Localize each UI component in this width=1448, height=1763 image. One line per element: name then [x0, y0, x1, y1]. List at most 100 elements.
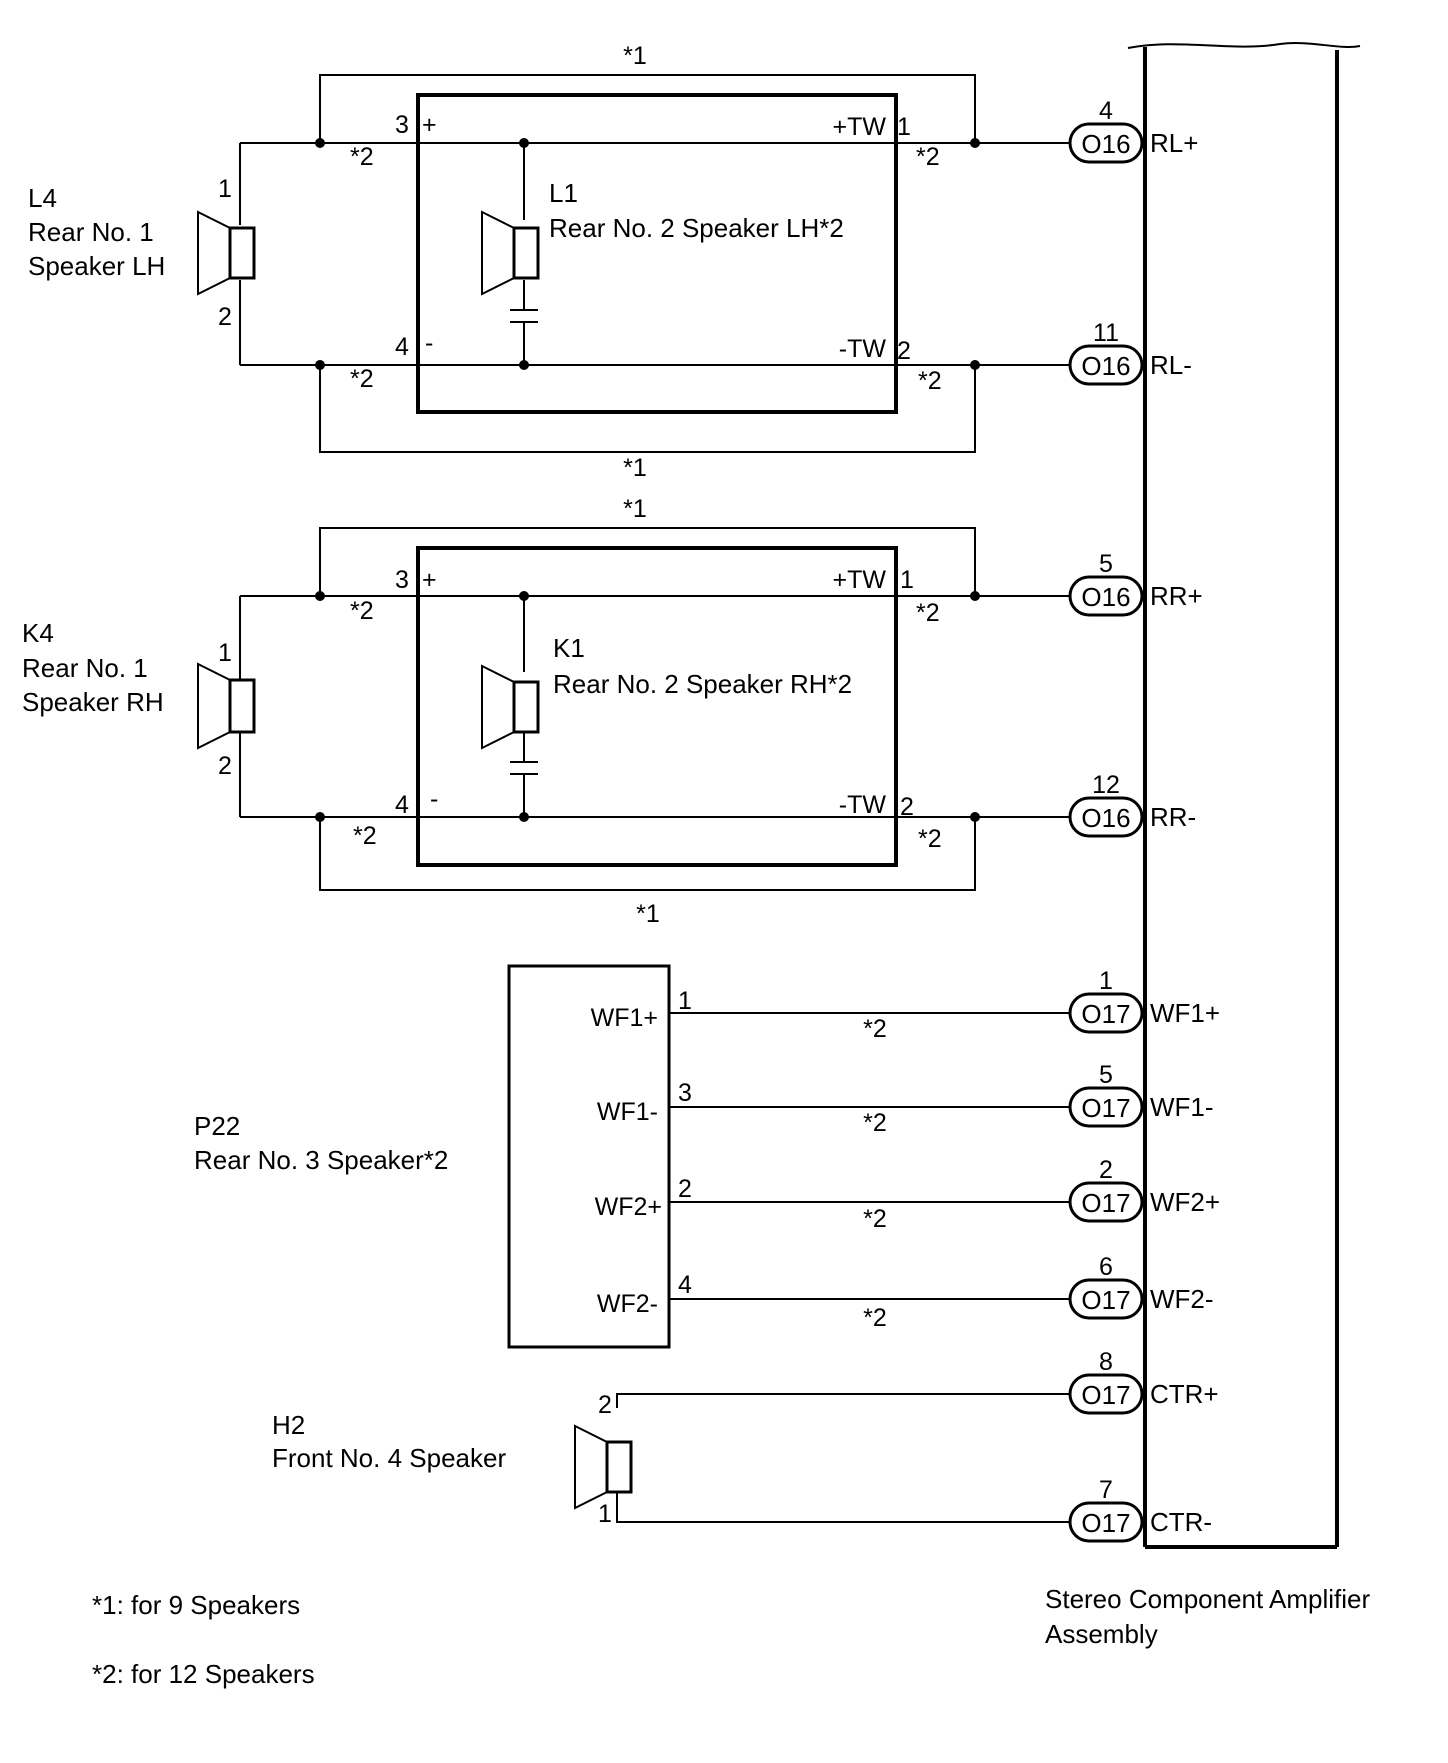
- connector-pill: [1068, 1373, 1144, 1415]
- pin-sign: +: [422, 566, 437, 594]
- speaker-icon: [197, 210, 256, 296]
- connector-pill: [1068, 1278, 1144, 1320]
- terminal-label: WF1-: [597, 1098, 658, 1126]
- amplifier-terminal-label: WF2+: [1150, 1187, 1220, 1217]
- pin-number: 1: [598, 1500, 612, 1528]
- pin-number: 1: [897, 113, 911, 141]
- pin-sign: -: [430, 785, 438, 813]
- component-id: L1: [549, 178, 578, 208]
- speaker-icon: [197, 662, 256, 750]
- connector-code: O17: [1081, 1508, 1130, 1538]
- connector-pill: [1068, 1181, 1144, 1223]
- pin-number: 2: [900, 793, 914, 821]
- amplifier-terminal-label: RL-: [1150, 350, 1192, 380]
- pin-number: 1: [218, 639, 232, 667]
- connector-code: O16: [1081, 803, 1130, 833]
- connector-code: O17: [1081, 1093, 1130, 1123]
- terminal-label: WF2+: [595, 1193, 662, 1221]
- note-star2: *2: [916, 143, 940, 171]
- note-star2: *2: [353, 822, 377, 850]
- connector-pill: [1068, 575, 1144, 617]
- terminal-label: WF1+: [591, 1004, 658, 1032]
- connector-code: O16: [1081, 351, 1130, 381]
- component-name: Front No. 4 Speaker: [272, 1443, 506, 1473]
- note-star2: *2: [863, 1205, 887, 1233]
- note-star1: *1: [636, 900, 660, 928]
- note-star2: *2: [918, 367, 942, 395]
- note-star2: *2: [863, 1109, 887, 1137]
- front-no4-speaker-group: H2 Front No. 4 Speaker 2 1: [272, 1391, 1075, 1528]
- note-star1: *1: [623, 454, 647, 482]
- component-name: Rear No. 1: [22, 653, 148, 683]
- note-star1: *1: [623, 42, 647, 70]
- component-name: Speaker RH: [22, 687, 164, 717]
- connector-pill: [1068, 1501, 1144, 1543]
- note-star1: *1: [623, 495, 647, 523]
- pin-number: 4: [395, 333, 409, 361]
- note-star2: *2: [863, 1015, 887, 1043]
- connector-pin-number: 6: [1099, 1253, 1113, 1281]
- note-star2: *2: [916, 599, 940, 627]
- component-name: Rear No. 2 Speaker LH*2: [549, 213, 844, 243]
- terminal-label: +TW: [833, 566, 887, 594]
- speaker-icon: [574, 1424, 633, 1510]
- footnote: *1: for 9 Speakers: [92, 1590, 300, 1620]
- amplifier-terminal-label: CTR+: [1150, 1379, 1219, 1409]
- note-star2: *2: [350, 597, 374, 625]
- connector-pill: [1068, 992, 1144, 1034]
- amplifier-connectors: O164RL+O1611RL-O165RR+O1612RR-O171WF1+O1…: [1068, 97, 1220, 1543]
- component-name: Speaker LH: [28, 251, 165, 281]
- pin-sign: +: [422, 111, 437, 139]
- speaker-icon: [481, 664, 540, 750]
- connector-pill: [1068, 122, 1144, 164]
- pin-number: 2: [678, 1175, 692, 1203]
- component-id: P22: [194, 1111, 240, 1141]
- amplifier-terminal-label: WF2-: [1150, 1284, 1214, 1314]
- amplifier-terminal-label: RR-: [1150, 802, 1196, 832]
- connector-pin-number: 2: [1099, 1156, 1113, 1184]
- terminal-label: WF2-: [597, 1290, 658, 1318]
- rear-rh-crossover-box: [416, 546, 898, 867]
- connector-pill: [1068, 796, 1144, 838]
- pin-number: 2: [598, 1391, 612, 1419]
- pin-number: 4: [395, 791, 409, 819]
- connector-pin-number: 5: [1099, 550, 1113, 578]
- connector-code: O17: [1081, 1285, 1130, 1315]
- note-star2: *2: [350, 143, 374, 171]
- connector-code: O16: [1081, 129, 1130, 159]
- pin-sign: -: [425, 329, 433, 357]
- pin-number: 1: [218, 175, 232, 203]
- component-name: Rear No. 3 Speaker*2: [194, 1145, 448, 1175]
- connector-pin-number: 12: [1092, 771, 1120, 799]
- connector-pin-number: 8: [1099, 1348, 1113, 1376]
- pin-number: 3: [678, 1079, 692, 1107]
- amplifier-terminal-label: WF1-: [1150, 1092, 1214, 1122]
- connector-code: O17: [1081, 999, 1130, 1029]
- amplifier-terminal-label: WF1+: [1150, 998, 1220, 1028]
- rear-no3-speaker-group: P22 Rear No. 3 Speaker*2 WF1+ WF1- WF2+ …: [194, 964, 1075, 1349]
- component-name: Rear No. 1: [28, 217, 154, 247]
- connector-code: O17: [1081, 1380, 1130, 1410]
- pin-number: 2: [897, 337, 911, 365]
- connector-pill: [1068, 1086, 1144, 1128]
- amplifier-terminal-label: RR+: [1150, 581, 1203, 611]
- pin-number: 3: [395, 566, 409, 594]
- component-name: Rear No. 2 Speaker RH*2: [553, 669, 852, 699]
- rear-no3-speaker-box: [507, 964, 671, 1349]
- rear-rh-group: *1 *1 *2 *2 *2 *2 K4 Rear No. 1 Speaker …: [22, 495, 1075, 928]
- amplifier-terminal-label: RL+: [1150, 128, 1198, 158]
- amplifier-terminal-label: CTR-: [1150, 1507, 1212, 1537]
- rear-lh-group: *1 *1 *2 *2 *2 *2 L4 Rear No. 1 Speaker …: [28, 42, 1075, 482]
- rear-lh-crossover-box: [416, 93, 898, 414]
- terminal-label: -TW: [839, 791, 887, 819]
- connector-pin-number: 1: [1099, 967, 1113, 995]
- amplifier-name: Stereo Component Amplifier: [1045, 1584, 1371, 1614]
- pin-number: 2: [218, 303, 232, 331]
- pin-number: 1: [678, 987, 692, 1015]
- pin-number: 4: [678, 1271, 692, 1299]
- component-id: K1: [553, 633, 585, 663]
- terminal-label: +TW: [833, 113, 887, 141]
- connector-pill: [1068, 344, 1144, 386]
- speaker-icon: [481, 210, 540, 296]
